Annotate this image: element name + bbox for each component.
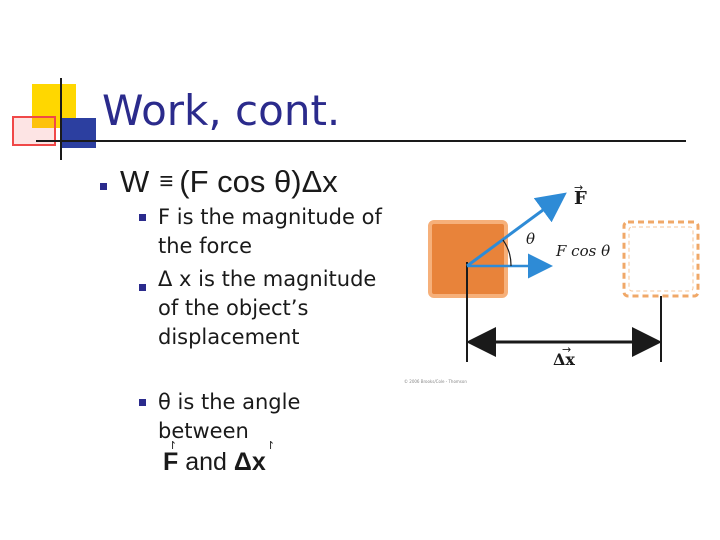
and-word: and [185,448,227,476]
dx-label: Δx [553,350,575,369]
block-final [622,220,700,298]
theta-label: θ [526,230,536,248]
sub-bullet-displacement: Δ x is the magnitude of the object’s dis… [158,267,377,349]
decor-vertical-line [60,78,62,160]
sub-bullet-square [139,399,146,406]
slide-title: Work, cont. [102,86,341,135]
formula-rhs: (F cos θ)Δx [179,164,338,199]
fcos-label: F cos θ [556,242,611,260]
sub-bullet-angle: θ is the angle between [158,390,301,443]
formula-equiv: ≡ [159,168,174,195]
vector-arrow-icon: ↾ [168,439,178,452]
sub-bullet-force: F is the magnitude of the force [158,205,382,258]
force-label: F [574,188,587,209]
work-formula: W ≡(F cos θ)Δx [120,164,338,200]
formula-lhs: W [120,164,150,199]
sub-bullet-square [139,284,146,291]
dx-vector-arrow-icon: → [562,343,572,356]
angle-arc [502,239,512,267]
bullet-square [100,183,107,190]
vector-f: F [163,448,179,476]
copyright-note: © 2006 Brooks/Cole - Thomson [404,379,467,384]
vector-dx: Δx [233,448,266,476]
vector-arrow-icon: ↾ [266,439,276,452]
force-arrow [466,192,567,268]
vectors-line: F and Δx [163,448,266,477]
title-underline [36,140,686,142]
decor-blue-square [60,118,96,148]
force-vector-arrow-icon: → [574,181,584,194]
sub-bullet-square [139,214,146,221]
